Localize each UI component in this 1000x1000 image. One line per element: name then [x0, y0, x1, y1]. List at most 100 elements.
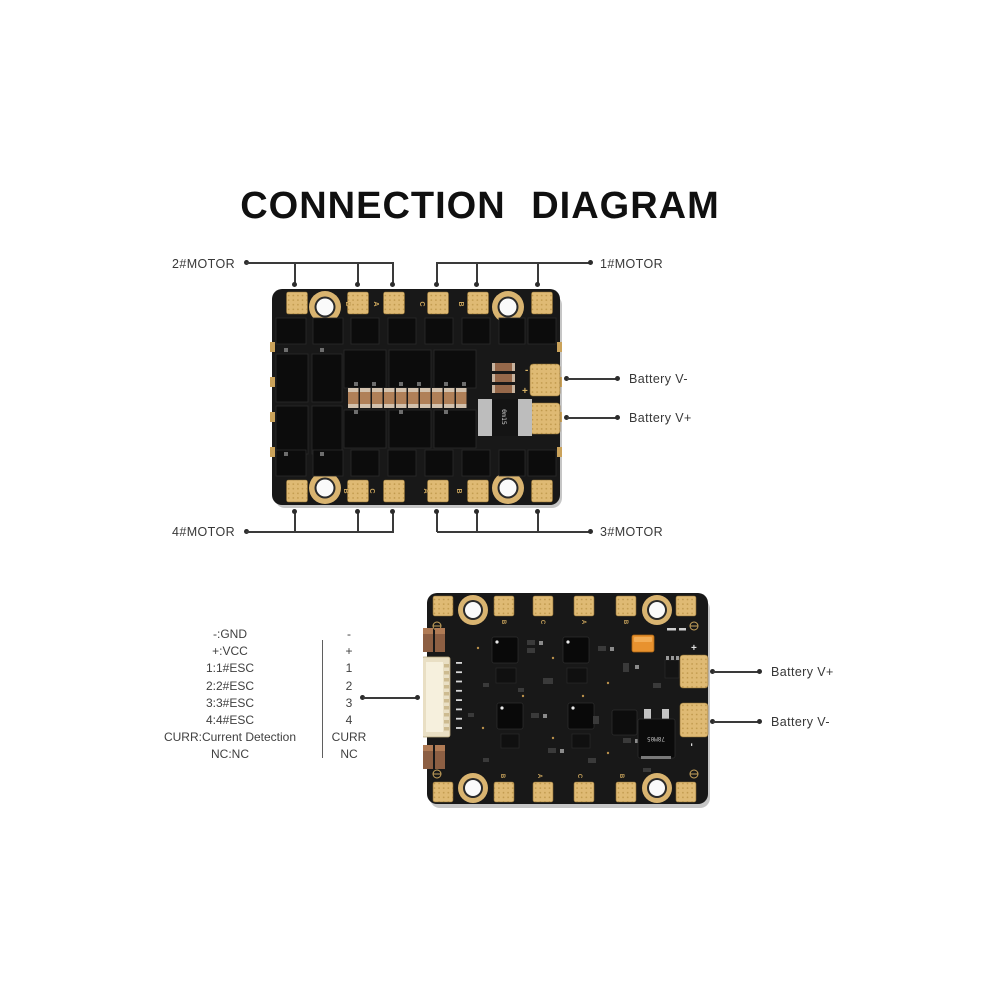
svg-text:A: A [422, 488, 429, 493]
pin-name: CURR [331, 730, 367, 745]
shunt-value-text: 0m15 [500, 409, 508, 425]
svg-text:C: C [418, 301, 425, 306]
wire-dot [615, 415, 620, 420]
wire-motor2 [246, 262, 394, 264]
wire-dot [535, 509, 540, 514]
wire-battery-pos-back [713, 671, 760, 673]
wire-motor1 [437, 262, 590, 264]
corner-marks [432, 621, 699, 779]
pin-table-descriptions: -:GND +:VCC 1:1#ESC 2:2#ESC 3:3#ESC 4:4#… [150, 626, 310, 764]
wire-dot [757, 719, 762, 724]
motor3-label: 3#MOTOR [600, 525, 663, 539]
wire-dot [710, 669, 715, 674]
battery-pos-label-front: Battery V+ [629, 411, 692, 425]
input-caps [492, 363, 515, 393]
connector-silkscreen-marks [456, 662, 462, 729]
wire-motor3-stub [537, 511, 539, 532]
current-shunt: 0m15 [478, 399, 532, 436]
mounting-holes [458, 595, 672, 803]
motor2-label: 2#MOTOR [172, 257, 235, 271]
plus-mark: + [522, 386, 528, 397]
battery-pos-pad [529, 402, 561, 435]
wire-dot [588, 260, 593, 265]
svg-text:B: B [342, 488, 349, 493]
wire-motor1-stub [476, 262, 478, 283]
wire-motor2-stub [357, 262, 359, 283]
chip-pins [284, 348, 466, 456]
wire-dot [390, 509, 395, 514]
wire-dot [710, 719, 715, 724]
wire-dot [415, 695, 420, 700]
wire-dot [757, 669, 762, 674]
svg-text:B: B [500, 620, 506, 625]
wire-motor2-stub [392, 262, 394, 283]
battery-pos-pad [679, 654, 709, 689]
esc-board-back-photo: B C A B B A C B [423, 593, 710, 808]
wire-dot [434, 282, 439, 287]
battery-neg-pad [679, 702, 709, 738]
pin-name: + [345, 644, 353, 659]
pin-desc: CURR:Current Detection [163, 730, 297, 745]
wire-dot [564, 415, 569, 420]
orange-component [631, 634, 655, 653]
wire-motor4-stub [294, 511, 296, 532]
svg-text:C: C [539, 620, 545, 625]
wire-motor1-stub [537, 262, 539, 283]
pin-desc: 3:3#ESC [205, 695, 255, 710]
wire-dot [355, 282, 360, 287]
page-title: CONNECTION DIAGRAM [240, 185, 720, 227]
phase-letters-back: B C A B B A C B [499, 620, 628, 779]
motor-pads [286, 291, 553, 503]
svg-text:B: B [455, 488, 462, 493]
transistor [664, 656, 680, 679]
pin-table-pins: - + 1 2 3 4 CURR NC [326, 626, 372, 764]
battery-pos-label-back: Battery V+ [771, 665, 834, 679]
battery-neg-label-front: Battery V- [629, 372, 688, 386]
pin-name: - [347, 627, 351, 641]
wire-motor1-stub [436, 262, 438, 283]
pin-name: 1 [345, 661, 353, 676]
ffc-connector [423, 656, 462, 738]
wire-dot [434, 509, 439, 514]
svg-text:B: B [499, 774, 505, 779]
esc-board-front-photo: B A C B B C A B [270, 289, 562, 508]
driver-ics [491, 636, 638, 749]
wire-dot [390, 282, 395, 287]
wire-motor4 [246, 531, 394, 533]
wire-motor4-stub [392, 511, 394, 532]
mounting-holes [309, 291, 524, 504]
pin-desc: 2:2#ESC [205, 678, 255, 693]
passives [468, 628, 686, 772]
svg-text:B: B [618, 774, 624, 779]
wire-dot [360, 695, 365, 700]
pin-desc: -:GND [213, 627, 247, 641]
capacitor-row [348, 388, 467, 408]
wire-dot [588, 529, 593, 534]
pcb-back [427, 593, 708, 804]
wire-motor3-stub [476, 511, 478, 532]
wire-motor3 [437, 531, 590, 533]
wire-dot [564, 376, 569, 381]
motor4-label: 4#MOTOR [172, 525, 235, 539]
pin-desc: +:VCC [212, 644, 248, 659]
battery-neg-label-back: Battery V- [771, 715, 830, 729]
wire-dot [292, 282, 297, 287]
svg-text:B: B [344, 301, 351, 306]
pin-name: 2 [345, 678, 353, 693]
wire-dot [474, 282, 479, 287]
pin-name: NC [340, 747, 358, 762]
wire-dot [535, 282, 540, 287]
svg-text:C: C [576, 774, 582, 779]
wire-battery-pos-front [567, 417, 618, 419]
svg-text:B: B [457, 301, 464, 306]
pin-name: 3 [345, 695, 353, 710]
wire-battery-neg-front [567, 378, 618, 380]
svg-text:A: A [372, 301, 379, 306]
pin-desc: 1:1#ESC [205, 661, 255, 676]
svg-text:A: A [536, 774, 542, 779]
svg-text:A: A [580, 620, 586, 625]
mosfet-chips [275, 317, 557, 477]
edge-capacitors [423, 628, 445, 769]
wire-dot [355, 509, 360, 514]
